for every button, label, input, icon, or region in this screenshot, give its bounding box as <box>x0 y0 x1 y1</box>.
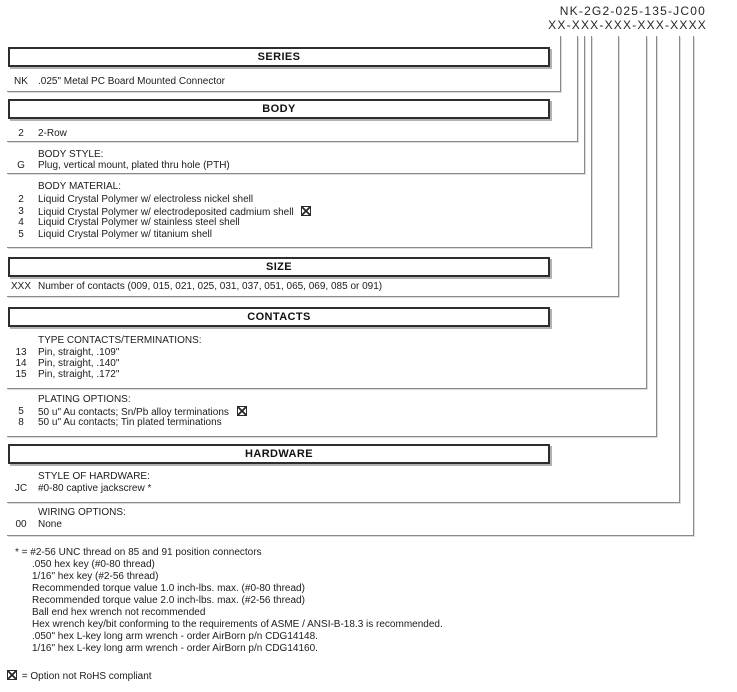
footnote-line: .050" hex L-key long arm wrench - order … <box>32 631 318 642</box>
section-title-contacts: CONTACTS <box>247 311 311 323</box>
footnote-line: Hex wrench key/bit conforming to the req… <box>32 619 443 630</box>
option-code: 8 <box>18 417 24 428</box>
option-desc: 50 u" Au contacts; Tin plated terminatio… <box>38 417 222 428</box>
option-desc: Liquid Crystal Polymer w/ stainless stee… <box>38 217 240 228</box>
option-desc: #0-80 captive jackscrew * <box>38 483 152 494</box>
subheading-contact-type: TYPE CONTACTS/TERMINATIONS: <box>38 335 202 346</box>
option-row-contact-15: 15 Pin, straight, .172" <box>0 369 737 380</box>
subheading-hardware-style: STYLE OF HARDWARE: <box>38 471 150 482</box>
option-row-contact-13: 13 Pin, straight, .109" <box>0 347 737 358</box>
option-row-contact-14: 14 Pin, straight, .140" <box>0 358 737 369</box>
section-header-contacts: CONTACTS <box>8 307 550 327</box>
footnote-line: Recommended torque value 2.0 inch-lbs. m… <box>32 595 305 606</box>
option-code: 3 <box>18 206 24 217</box>
option-desc: None <box>38 519 62 530</box>
option-code: 15 <box>15 369 27 380</box>
section-header-body: BODY <box>8 99 550 119</box>
option-code: 00 <box>15 519 27 530</box>
option-desc: Liquid Crystal Polymer w/ electroless ni… <box>38 194 254 205</box>
part-number-mask: XX-XXX-XXX-XXX-XXXX <box>548 18 707 32</box>
option-desc: 50 u" Au contacts; Sn/Pb alloy terminati… <box>38 407 229 418</box>
section-title-body: BODY <box>262 103 296 115</box>
section-title-hardware: HARDWARE <box>245 448 313 460</box>
option-row-wiring-00: 00 None <box>0 519 737 530</box>
option-row-material-5: 5 Liquid Crystal Polymer w/ titanium she… <box>0 229 737 240</box>
subheading-plating: PLATING OPTIONS: <box>38 394 131 405</box>
footnote-star: * = #2-56 UNC thread on 85 and 91 positi… <box>15 547 262 558</box>
option-desc: Plug, vertical mount, plated thru hole (… <box>38 160 230 171</box>
footnote-line: Ball end hex wrench not recommended <box>32 607 206 618</box>
option-code: 5 <box>18 229 24 240</box>
footnote-line: 1/16" hex key (#2-56 thread) <box>32 571 159 582</box>
option-code: 13 <box>15 347 27 358</box>
option-code: XXX <box>10 281 31 292</box>
footnote-line: Recommended torque value 1.0 inch-lbs. m… <box>32 583 305 594</box>
not-rohs-icon <box>301 206 312 216</box>
option-code: G <box>17 160 25 171</box>
option-code: 4 <box>18 217 24 228</box>
option-desc: Liquid Crystal Polymer w/ titanium shell <box>38 229 212 240</box>
section-header-series: SERIES <box>8 47 550 67</box>
option-row-hardware-jc: JC #0-80 captive jackscrew * <box>0 483 737 494</box>
option-desc: Liquid Crystal Polymer w/ electrodeposit… <box>38 207 294 218</box>
section-header-size: SIZE <box>8 257 550 277</box>
option-row-material-3: 3 Liquid Crystal Polymer w/ electrodepos… <box>0 206 737 218</box>
option-desc: Pin, straight, .172" <box>38 369 120 380</box>
option-code: 14 <box>15 358 27 369</box>
option-desc: Pin, straight, .140" <box>38 358 120 369</box>
footnote-line: .050 hex key (#0-80 thread) <box>32 559 155 570</box>
option-code: 2 <box>18 194 24 205</box>
option-code: JC <box>14 483 28 494</box>
option-row-body-2row: 2 2-Row <box>0 128 737 139</box>
option-desc: Number of contacts (009, 015, 021, 025, … <box>38 281 383 292</box>
option-row-body-style-g: G Plug, vertical mount, plated thru hole… <box>0 160 737 171</box>
option-desc: .025" Metal PC Board Mounted Connector <box>38 76 225 87</box>
option-code: 2 <box>18 128 24 139</box>
not-rohs-icon <box>236 406 247 416</box>
footnote-line: 1/16" hex L-key long arm wrench - order … <box>32 643 318 654</box>
option-row-material-4: 4 Liquid Crystal Polymer w/ stainless st… <box>0 217 737 228</box>
option-row-plating-5: 5 50 u" Au contacts; Sn/Pb alloy termina… <box>0 406 737 418</box>
section-title-series: SERIES <box>257 51 301 63</box>
option-desc: Pin, straight, .109" <box>38 347 120 358</box>
option-code: NK <box>14 76 28 87</box>
option-row-series-nk: NK .025" Metal PC Board Mounted Connecto… <box>0 76 737 87</box>
section-title-size: SIZE <box>265 261 293 273</box>
section-header-hardware: HARDWARE <box>8 444 550 464</box>
footnote-rohs-text: = Option not RoHS compliant <box>21 671 152 682</box>
option-row-material-2: 2 Liquid Crystal Polymer w/ electroless … <box>0 194 737 205</box>
option-code: 5 <box>18 406 24 417</box>
footnote-rohs: = Option not RoHS compliant <box>7 670 152 682</box>
part-number-example: NK-2G2-025-135-JC00 <box>559 4 706 18</box>
option-desc: 2-Row <box>38 128 67 139</box>
subheading-body-material: BODY MATERIAL: <box>38 181 121 192</box>
option-row-plating-8: 8 50 u" Au contacts; Tin plated terminat… <box>0 417 737 428</box>
option-row-size-xxx: XXX Number of contacts (009, 015, 021, 0… <box>0 281 737 292</box>
subheading-body-style: BODY STYLE: <box>38 149 104 160</box>
subheading-wiring: WIRING OPTIONS: <box>38 507 126 518</box>
not-rohs-icon <box>7 670 17 680</box>
